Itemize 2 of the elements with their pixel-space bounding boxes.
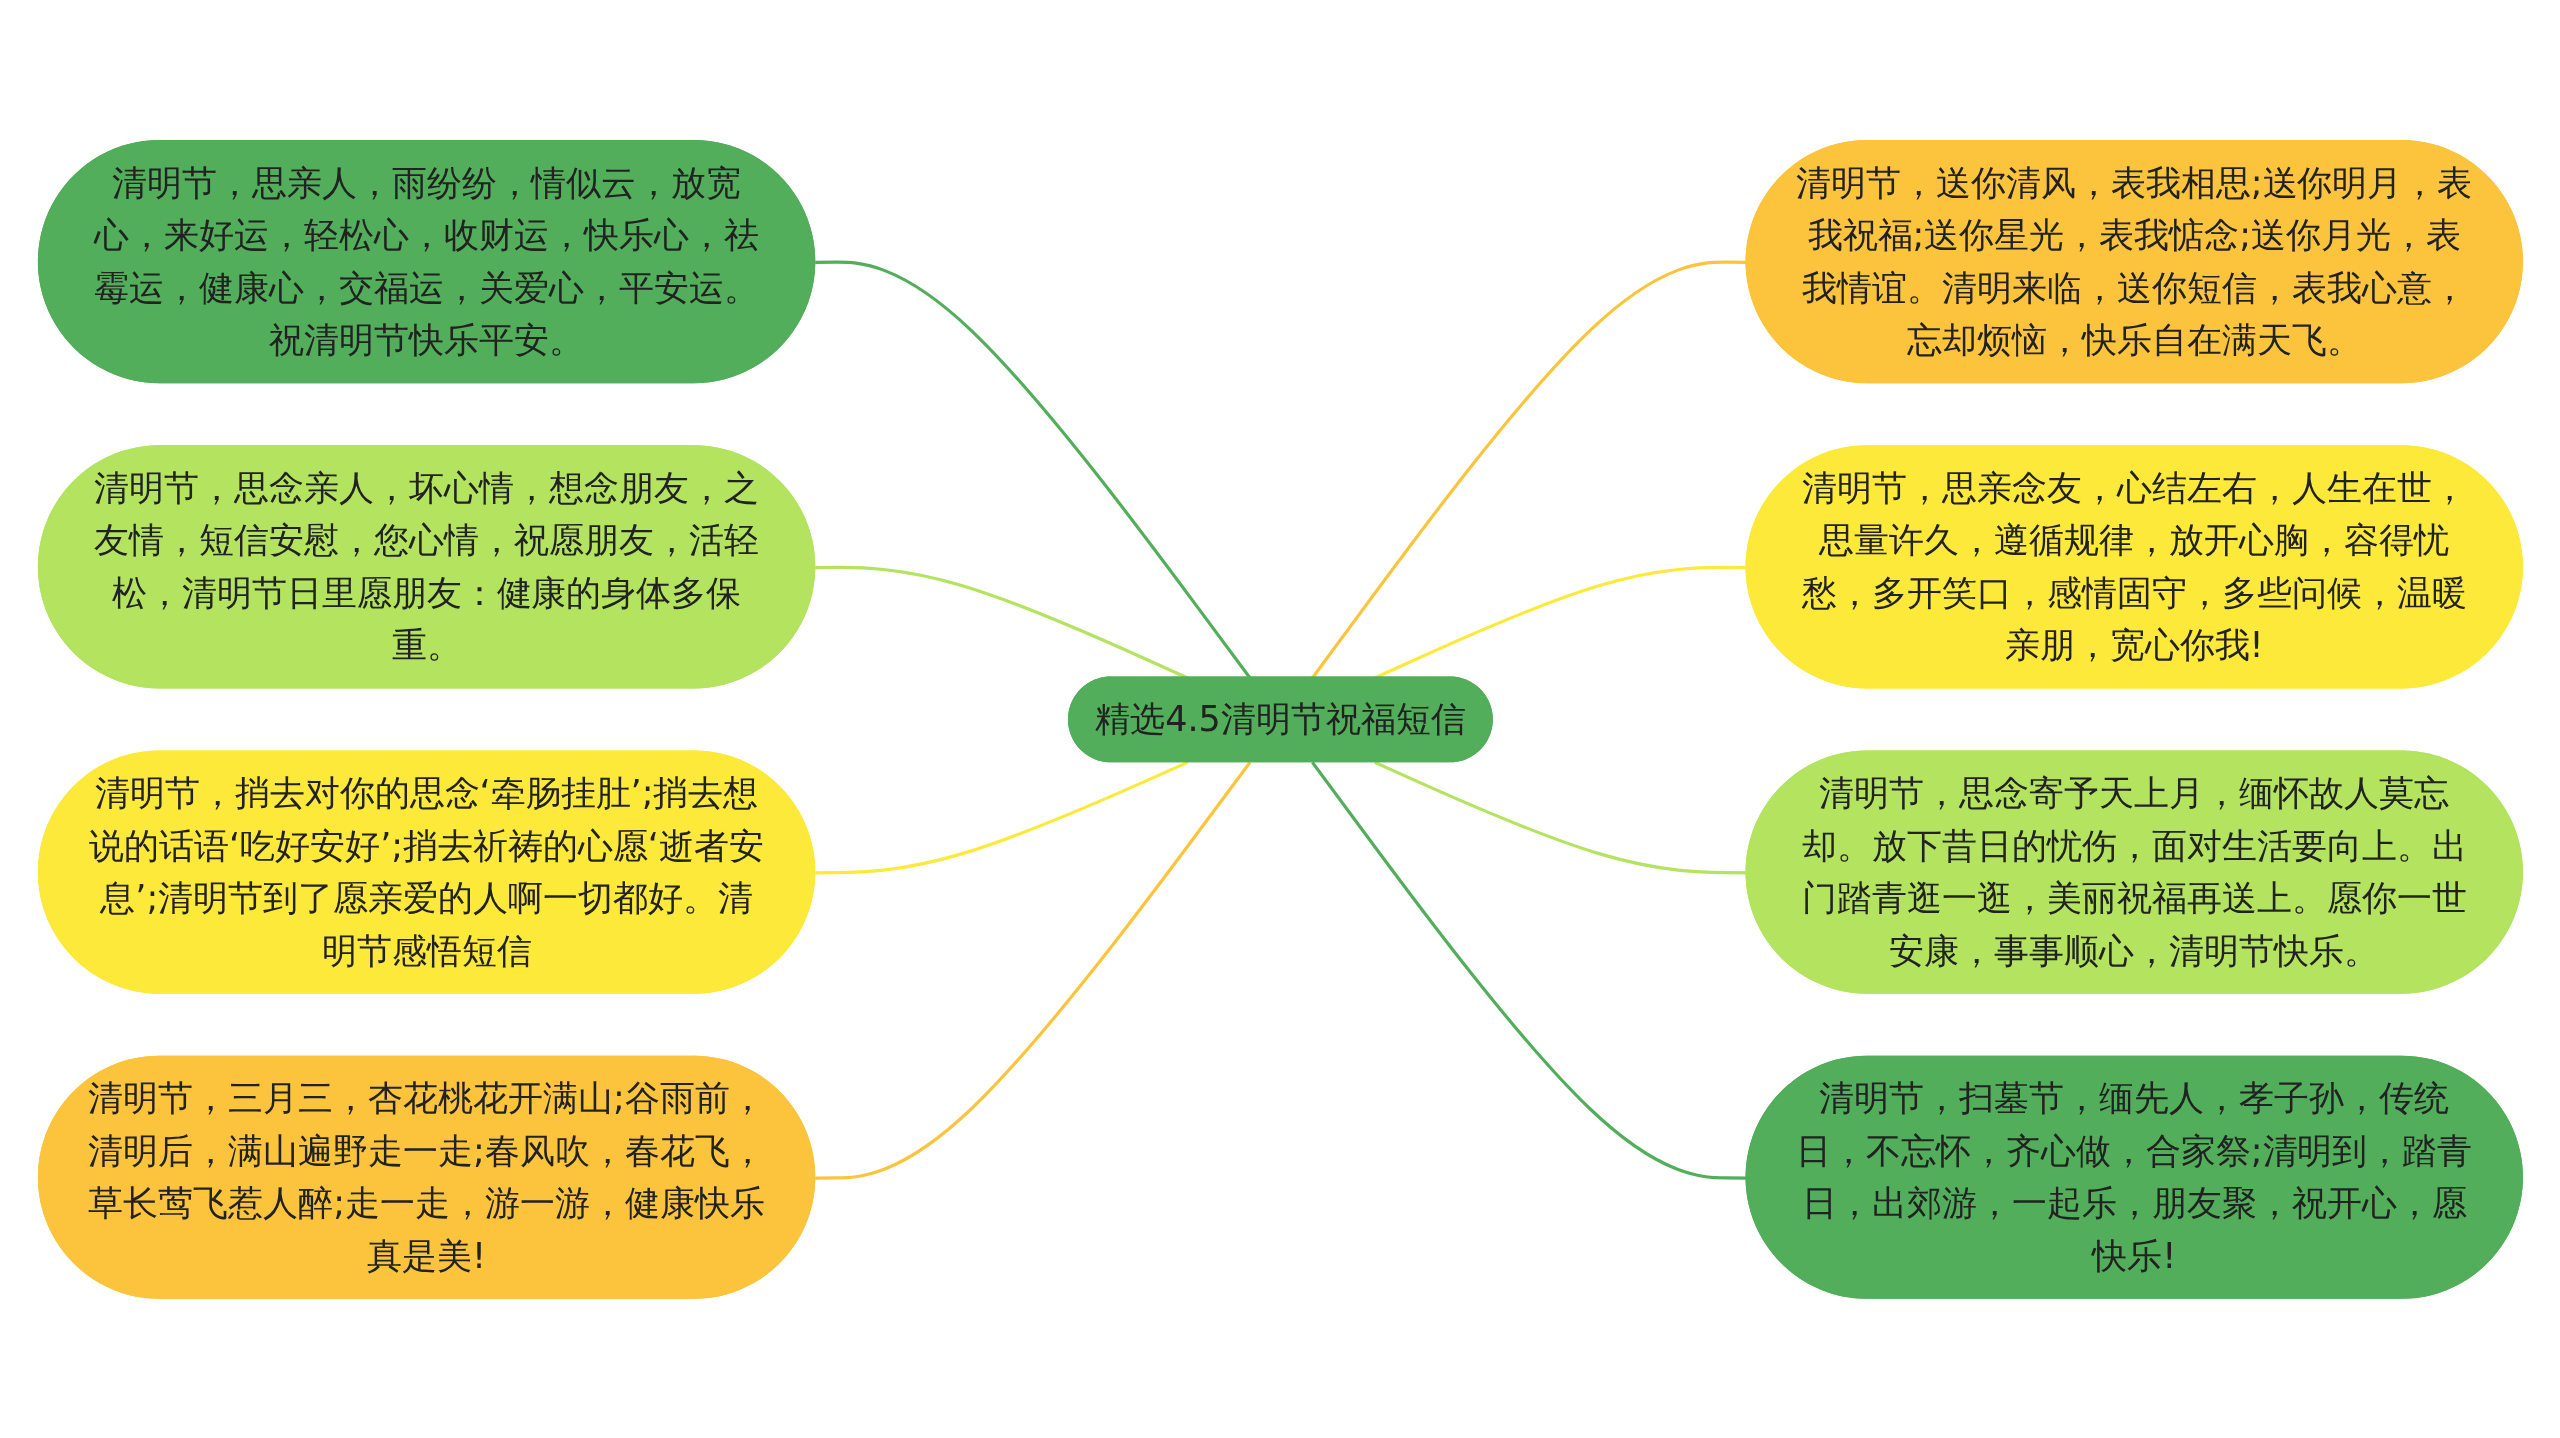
connector — [814, 760, 1251, 1180]
connector — [814, 760, 1188, 874]
